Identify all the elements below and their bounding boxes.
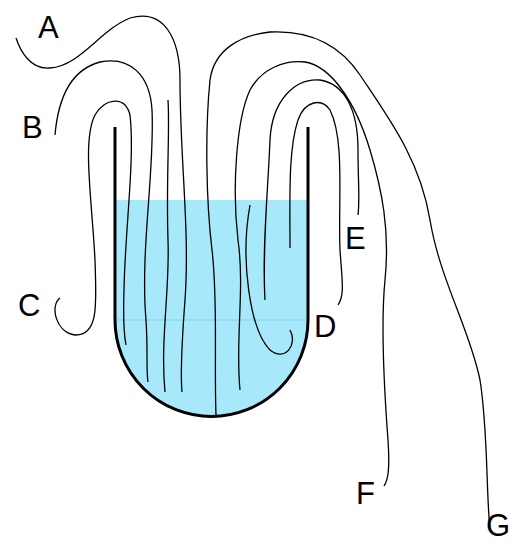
wick-loop: [246, 205, 292, 354]
wick-d: [290, 103, 343, 305]
wick-a: [16, 16, 186, 392]
water-line: [115, 320, 308, 321]
wick-label: C: [18, 290, 40, 321]
beaker: [115, 127, 308, 416]
wick-f: [235, 62, 388, 486]
wick-inner: [164, 100, 169, 392]
wick-label: G: [486, 510, 510, 541]
wick-label: E: [345, 223, 366, 254]
water: [115, 200, 308, 416]
wick-label: F: [356, 478, 375, 509]
wick-label: A: [38, 12, 59, 43]
wick-c: [55, 101, 131, 345]
wick-g: [207, 32, 490, 530]
wicks: [16, 16, 490, 530]
wick-e: [264, 80, 359, 300]
wick-label: B: [22, 112, 43, 143]
wick-label: D: [314, 311, 336, 342]
wick-b: [55, 61, 152, 382]
